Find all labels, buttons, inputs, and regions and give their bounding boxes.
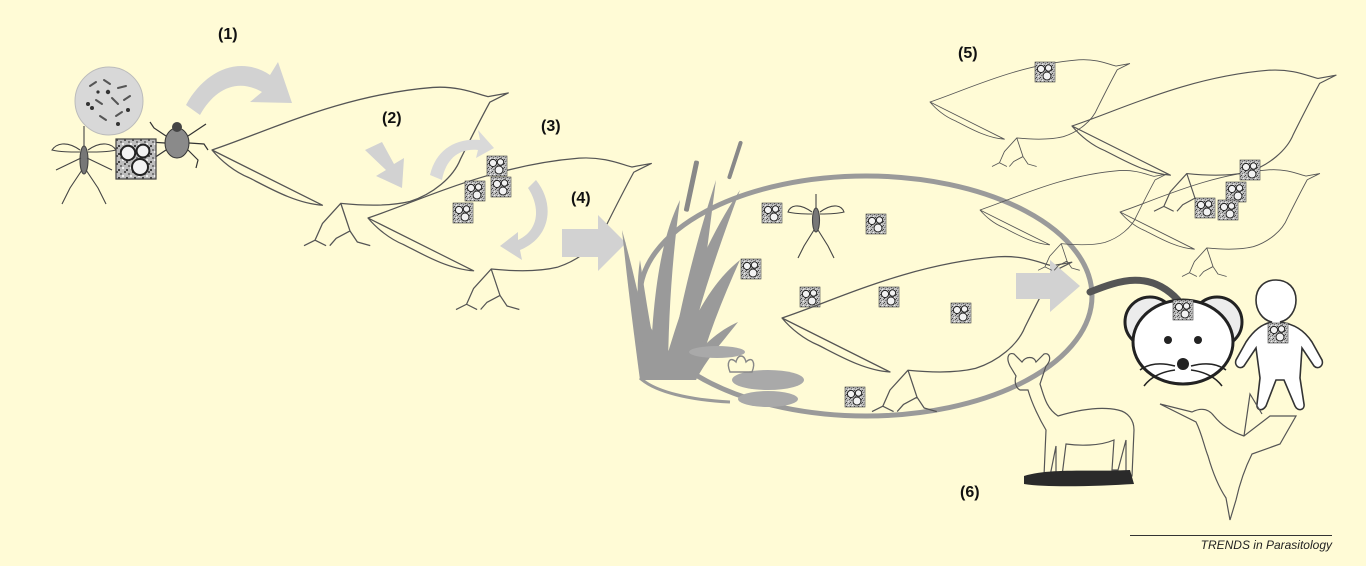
virus-icon xyxy=(1218,200,1238,220)
virus-icon xyxy=(866,214,886,234)
virus-icon xyxy=(1240,160,1260,180)
virus-icon xyxy=(845,387,865,407)
human-icon xyxy=(1236,280,1323,410)
mosquito-icon xyxy=(52,126,116,204)
virus-icon xyxy=(487,156,507,176)
step-label-2: (2) xyxy=(382,110,402,128)
grass-patch xyxy=(1024,470,1134,486)
virus-icon xyxy=(491,177,511,197)
virus-icon xyxy=(453,203,473,223)
virus-icon xyxy=(1268,323,1288,343)
arrow-1 xyxy=(186,62,292,115)
mouse-icon xyxy=(1090,280,1242,386)
arrow-2 xyxy=(365,142,404,188)
virus-icon xyxy=(465,181,485,201)
step-label-5: (5) xyxy=(958,45,978,63)
hummingbird-icon xyxy=(1160,394,1296,520)
virus-icon xyxy=(879,287,899,307)
petri-dish-icon xyxy=(75,67,143,135)
virus-icon xyxy=(1035,62,1055,82)
virus-icon xyxy=(741,259,761,279)
arrow-4 xyxy=(562,215,626,271)
virus-icon xyxy=(1226,182,1246,202)
virus-icon xyxy=(800,287,820,307)
virus-icon xyxy=(762,203,782,223)
bird-icon xyxy=(930,60,1130,167)
credit-rule xyxy=(1130,535,1332,536)
step-label-6: (6) xyxy=(960,484,980,502)
arrow-5 xyxy=(1016,260,1080,312)
virus-icon xyxy=(1173,300,1193,320)
virus-icon xyxy=(1195,198,1215,218)
bird-icon xyxy=(1072,70,1336,211)
step-label-1: (1) xyxy=(218,26,238,44)
step-label-3: (3) xyxy=(541,118,561,136)
deer-icon xyxy=(1008,354,1134,476)
mosquito-icon xyxy=(788,194,844,258)
journal-credit: TRENDS in Parasitology xyxy=(1130,538,1332,552)
virus-icon xyxy=(951,303,971,323)
step-label-4: (4) xyxy=(571,190,591,208)
bird-icon xyxy=(980,170,1167,270)
bird-icon xyxy=(1120,170,1320,277)
virus-micrograph-icon xyxy=(116,139,156,179)
